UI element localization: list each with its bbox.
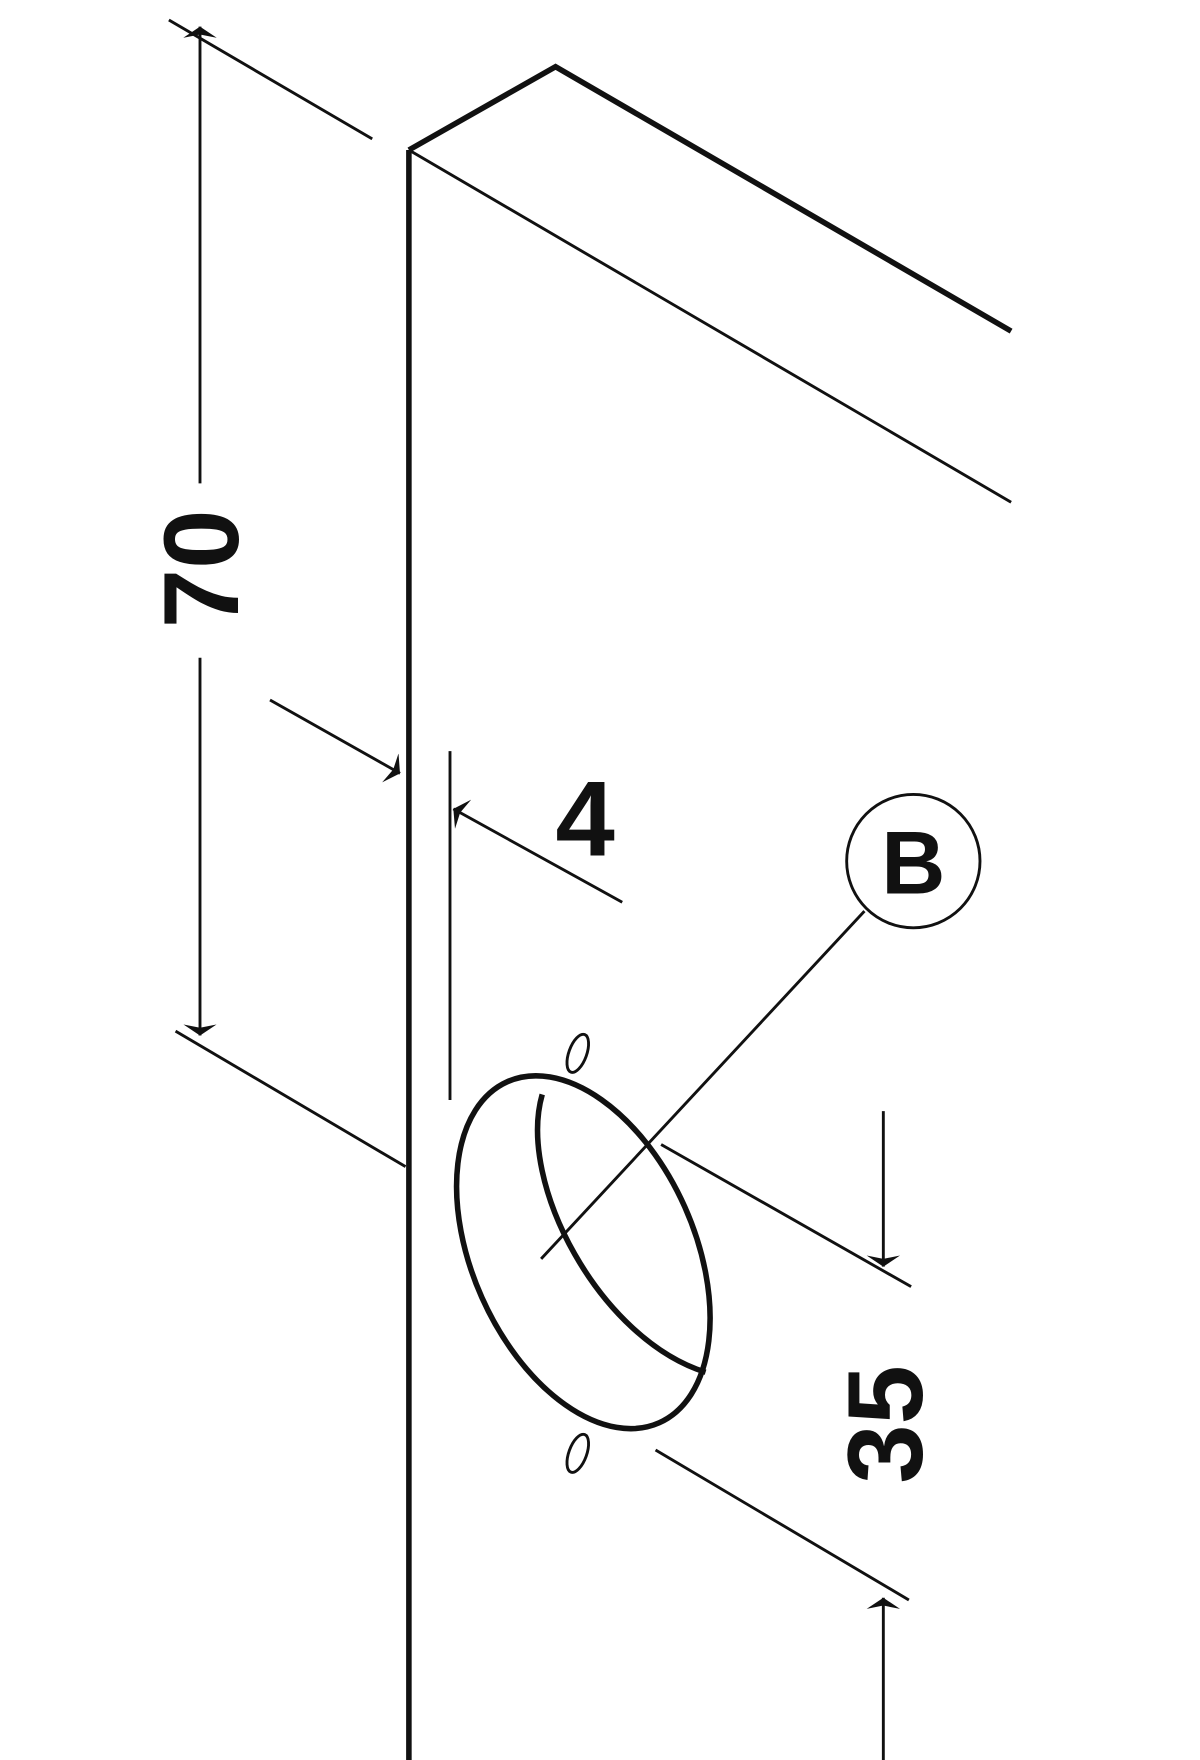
callout-circle [845, 793, 982, 930]
extension-line-top [168, 18, 373, 141]
dimension-label-35: 35 [825, 1365, 945, 1484]
cup-hole-outer [453, 1073, 713, 1432]
dimension-4: 4 [269, 698, 623, 1100]
hinge-cup-hole [453, 1032, 713, 1474]
cup-hole-inner-edge [534, 1093, 707, 1375]
screw-hole-bottom [565, 1432, 591, 1474]
dimension-35: 35 [654, 1111, 945, 1760]
dimension-70: 70 [141, 18, 407, 1168]
extension-line-lower [654, 1448, 910, 1602]
offset-arrow-right [452, 799, 623, 904]
extension-line-upper [660, 1143, 912, 1288]
top-edge-line [407, 63, 1013, 334]
offset-arrow-left [269, 698, 401, 783]
dimension-label-4: 4 [556, 759, 615, 879]
extension-line-bottom [174, 1029, 407, 1168]
inner-top-edge-line [408, 148, 1012, 504]
door-panel [406, 63, 1013, 1760]
callout-leader-line [540, 910, 866, 1260]
dimension-label-70: 70 [141, 510, 261, 629]
callout-b: B [540, 793, 982, 1260]
callout-label: B [881, 813, 945, 912]
screw-hole-top [565, 1032, 591, 1074]
